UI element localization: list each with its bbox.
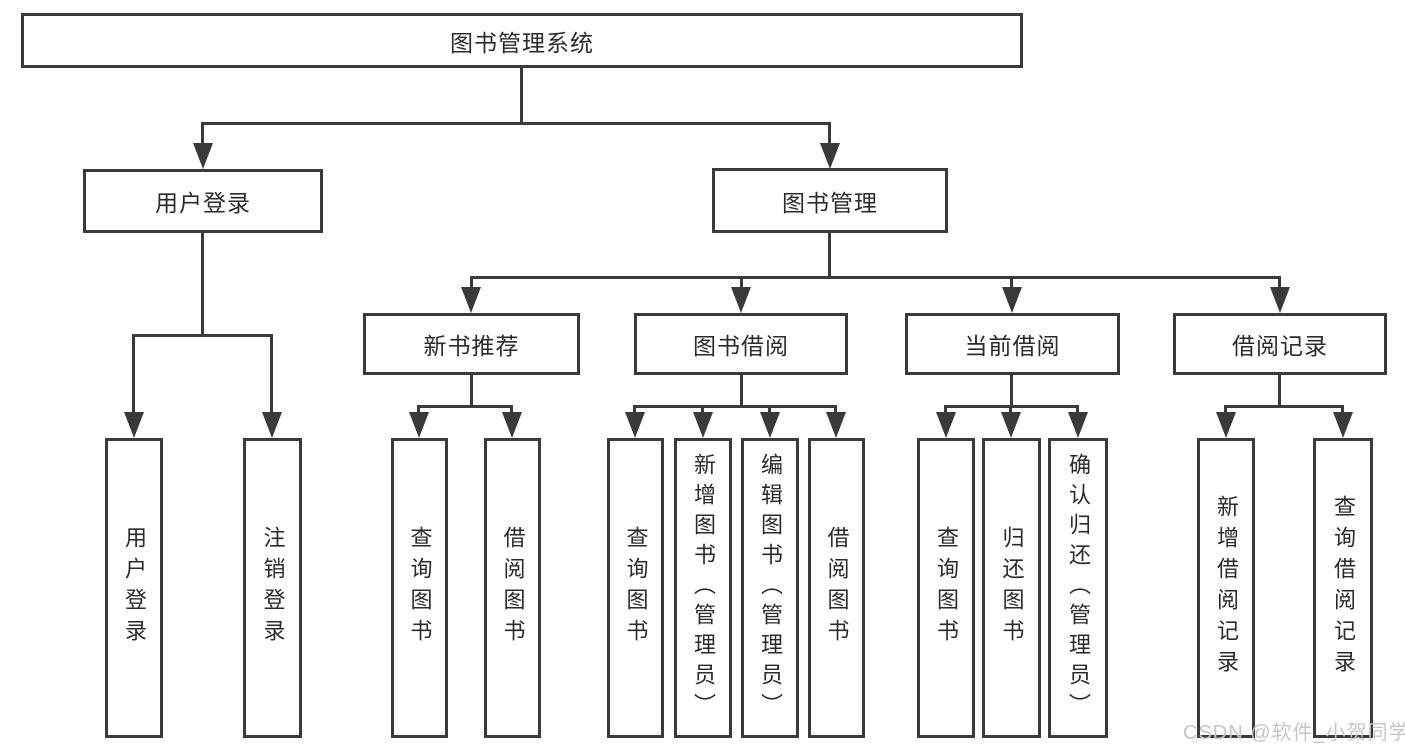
connector-d1-stem	[944, 405, 947, 414]
arrow-book-borrow	[731, 287, 751, 313]
leaf-borrow-books-borrow-label: 借阅图书	[824, 526, 850, 650]
leaf-edit-books-admin-label: 编辑图书（管理员）	[758, 453, 783, 723]
leaf-logout-label: 注销登录	[260, 526, 286, 650]
node-book-mgmt-label: 图书管理	[782, 189, 878, 216]
arrow-current-borrow	[1002, 287, 1022, 313]
node-user-login-label: 用户登录	[155, 190, 251, 216]
node-current-borrow-label: 当前借阅	[964, 333, 1061, 359]
leaf-query-books-newrec-label: 查询图书	[407, 526, 433, 650]
connector-a-split	[132, 334, 273, 337]
connector-d3-stem	[1076, 405, 1079, 414]
arrow-leaf-b1	[409, 412, 429, 438]
leaf-return-books-label: 归还图书	[999, 526, 1025, 650]
connector-a2-stem	[270, 334, 273, 414]
leaf-query-borrow-record-label: 查询借阅记录	[1331, 495, 1356, 681]
connector-bookborrow-stem	[740, 375, 743, 408]
leaf-return-books: 归还图书	[982, 438, 1041, 738]
connector-c1-stem	[633, 405, 636, 414]
leaf-query-borrow-record: 查询借阅记录	[1313, 438, 1373, 738]
connector-l3-split	[470, 276, 1281, 279]
arrow-leaf-a2	[262, 412, 282, 438]
connector-c3-stem	[768, 405, 771, 414]
leaf-confirm-return-admin: 确认归还（管理员）	[1048, 438, 1108, 738]
node-new-rec: 新书推荐	[363, 313, 580, 375]
connector-e-split	[1224, 405, 1344, 408]
connector-l2-stem-left	[201, 122, 204, 146]
connector-e2-stem	[1341, 405, 1344, 414]
leaf-add-borrow-record-label: 新增借阅记录	[1214, 495, 1239, 681]
connector-c-split	[633, 405, 837, 408]
arrow-leaf-c3	[760, 412, 780, 438]
node-new-rec-label: 新书推荐	[423, 333, 520, 359]
arrow-leaf-c2	[693, 412, 713, 438]
connector-b1-stem	[417, 405, 420, 414]
leaf-user-login-label: 用户登录	[122, 526, 147, 650]
connector-l2-stem-right	[828, 122, 831, 146]
leaf-query-books-newrec: 查询图书	[391, 438, 448, 738]
leaf-borrow-books-newrec-label: 借阅图书	[500, 526, 526, 650]
connector-d2-stem	[1009, 405, 1012, 414]
connector-l3-stem-newrec	[470, 276, 473, 290]
connector-book-mgmt-stem	[828, 233, 831, 279]
connector-b-split	[417, 405, 513, 408]
leaf-user-login: 用户登录	[105, 438, 163, 738]
connector-c4-stem	[834, 405, 837, 414]
leaf-borrow-books-newrec: 借阅图书	[484, 438, 541, 738]
node-user-login: 用户登录	[83, 169, 323, 233]
node-current-borrow: 当前借阅	[905, 313, 1120, 375]
leaf-confirm-return-admin-label: 确认归还（管理员）	[1066, 453, 1091, 723]
leaf-query-books-current: 查询图书	[917, 438, 975, 738]
arrow-leaf-a1	[124, 412, 144, 438]
leaf-edit-books-admin: 编辑图书（管理员）	[741, 438, 799, 738]
watermark: CSDN @软件_小贺同学	[1183, 722, 1405, 744]
leaf-query-books-current-label: 查询图书	[934, 526, 959, 650]
leaf-add-books-admin: 新增图书（管理员）	[674, 438, 732, 738]
arrow-leaf-d1	[936, 412, 956, 438]
connector-b2-stem	[510, 405, 513, 414]
connector-c2-stem	[701, 405, 704, 414]
connector-current-stem	[1010, 375, 1013, 408]
connector-l3-stem-borrow	[740, 276, 743, 290]
connector-newrec-stem	[470, 375, 473, 408]
connector-user-login-stem	[201, 233, 204, 335]
node-root-label: 图书管理系统	[450, 29, 594, 56]
connector-l2-split	[201, 122, 831, 125]
arrow-leaf-b2	[502, 412, 522, 438]
node-borrow-record: 借阅记录	[1173, 313, 1387, 375]
node-borrow-record-label: 借阅记录	[1232, 333, 1328, 359]
connector-e1-stem	[1224, 405, 1227, 414]
leaf-add-books-admin-label: 新增图书（管理员）	[691, 453, 716, 723]
arrow-leaf-d2	[1001, 412, 1021, 438]
leaf-query-books-borrow-label: 查询图书	[623, 526, 649, 650]
arrow-leaf-e2	[1333, 412, 1353, 438]
arrow-borrow-record	[1270, 287, 1290, 313]
arrow-leaf-e1	[1216, 412, 1236, 438]
arrow-user-login	[193, 143, 213, 169]
connector-root-stem	[520, 68, 523, 125]
connector-record-stem	[1278, 375, 1281, 408]
arrow-leaf-d3	[1068, 412, 1088, 438]
leaf-logout: 注销登录	[243, 438, 302, 738]
node-book-mgmt: 图书管理	[712, 168, 948, 233]
arrow-new-rec	[461, 287, 481, 313]
node-book-borrow-label: 图书借阅	[693, 333, 789, 359]
connector-a1-stem	[132, 334, 135, 414]
connector-l3-stem-current	[1010, 276, 1013, 290]
connector-l3-stem-record	[1278, 276, 1281, 290]
leaf-query-books-borrow: 查询图书	[607, 438, 664, 738]
node-book-borrow: 图书借阅	[634, 313, 848, 375]
leaf-borrow-books-borrow: 借阅图书	[808, 438, 865, 738]
leaf-add-borrow-record: 新增借阅记录	[1197, 438, 1255, 738]
arrow-leaf-c4	[826, 412, 846, 438]
arrow-leaf-c1	[625, 412, 645, 438]
node-root: 图书管理系统	[21, 13, 1023, 68]
arrow-book-mgmt	[820, 143, 840, 169]
